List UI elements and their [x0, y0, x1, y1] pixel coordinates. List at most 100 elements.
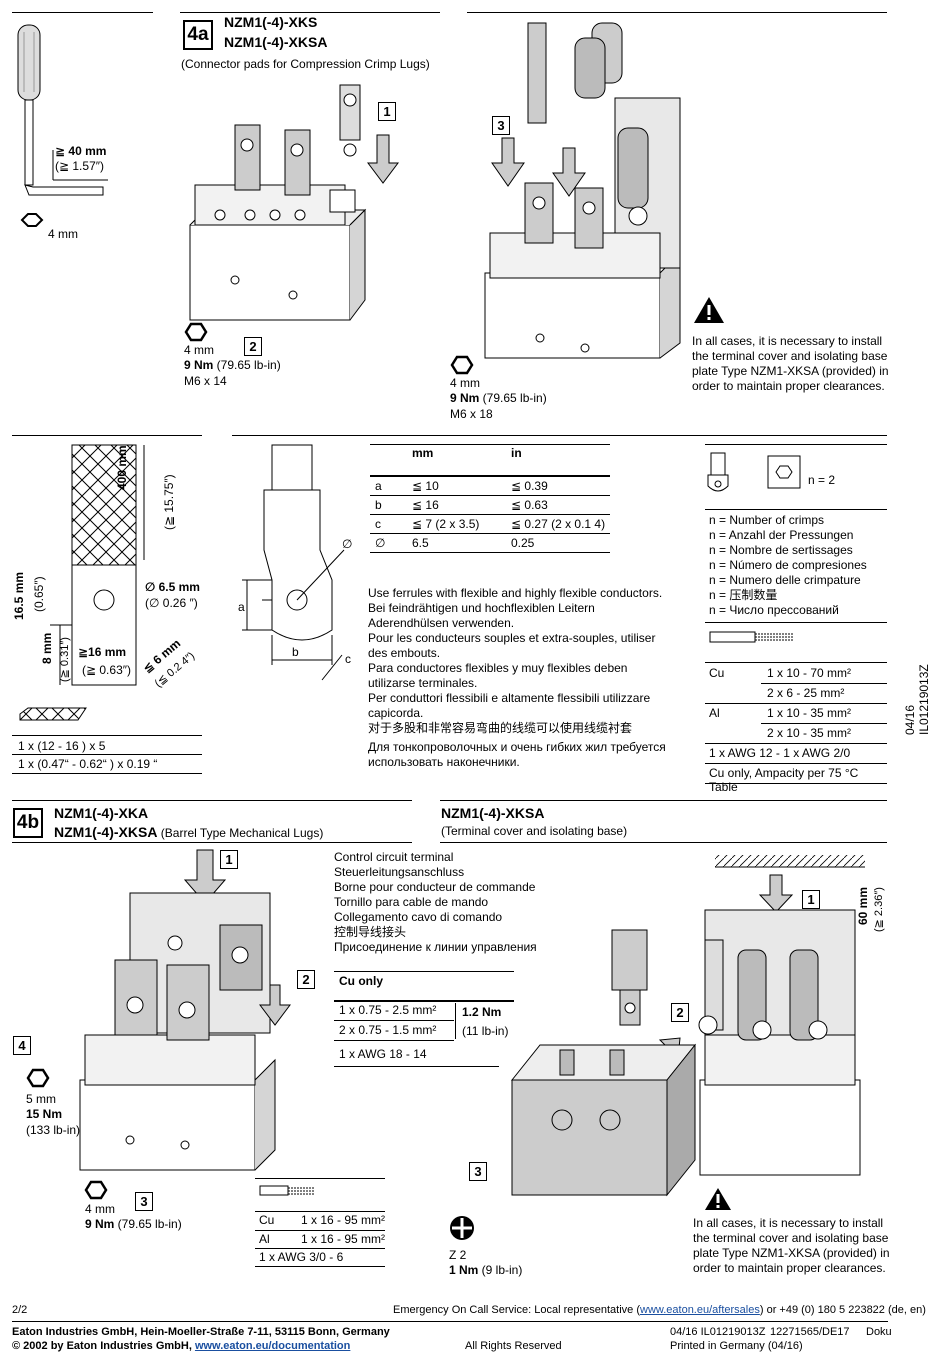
tool-length: ≧ 40 mm [55, 144, 107, 158]
rule [12, 800, 412, 801]
braid-size-mm: 1 x (12 - 16 ) x 5 [18, 739, 106, 753]
dims-row: ∅ 6.5 0.25 [370, 534, 610, 553]
step-1-badge: 1 [378, 102, 396, 121]
crimp-cell: Cu [709, 666, 725, 680]
crimp-table: Cu 1 x 10 - 70 mm² 2 x 6 - 25 mm² Al 1 x… [705, 664, 887, 794]
step-2-badge: 2 [244, 337, 262, 356]
company-address: Eaton Industries GmbH, Hein-Moeller-Stra… [12, 1326, 390, 1338]
screw-size: M6 x 14 [184, 374, 227, 388]
dims-row: b ≦ 16 ≦ 0.63 [370, 496, 610, 515]
rule [255, 1230, 385, 1231]
lug-b-label: b [292, 645, 299, 659]
footer-ref: 12271565/DE17 [770, 1326, 850, 1338]
ferrule-text: Use ferrules with flexible and highly fl… [368, 586, 678, 770]
rule [334, 1040, 454, 1041]
dims-cell: ≦ 7 (2 x 3.5) [412, 517, 480, 531]
dims-row: a ≦ 10 ≦ 0.39 [370, 477, 610, 496]
rights: All Rights Reserved [465, 1340, 562, 1352]
dims-header-in: in [511, 446, 522, 460]
torque-hex: 4 mm [85, 1202, 115, 1216]
dims-cell: ≦ 0.63 [511, 498, 548, 512]
control-line-it: Collegamento cavo di comando [334, 910, 503, 924]
dims-cell: 6.5 [412, 536, 429, 550]
rule [12, 735, 202, 736]
crimp-row: Cu 1 x 10 - 70 mm² [709, 664, 887, 684]
section-4b-title-1: NZM1(-4)-XKA [54, 805, 149, 821]
emergency-service: Emergency On Call Service: Local represe… [393, 1304, 926, 1316]
torque-value: 15 Nm [26, 1107, 63, 1121]
wire-al: Al [259, 1232, 270, 1246]
dims-cell: 0.25 [511, 536, 535, 550]
control-line-fr: Borne pour conducteur de commande [334, 880, 536, 894]
wire-cu: Cu [259, 1213, 275, 1227]
rule [334, 1020, 454, 1021]
crimp-row: 2 x 10 - 35 mm² [705, 724, 887, 744]
dims-cell: a [375, 479, 382, 493]
ferrule-line-en: Use ferrules with flexible and highly fl… [368, 586, 663, 600]
crimp-awg: 1 x AWG 12 - 1 x AWG 2/0 [709, 746, 851, 760]
rule [232, 435, 887, 436]
torque-hex: 4 mm [184, 343, 214, 357]
cable-lug-drawing [242, 444, 345, 681]
control-line-es: Tornillo para cable de mando [334, 895, 489, 909]
control-line-ru: Присоединение к линии управления [334, 940, 537, 954]
wire-awg: 1 x AWG 3/0 - 6 [259, 1250, 344, 1264]
divider [455, 1003, 456, 1039]
crimp-row: 2 x 6 - 25 mm² [705, 684, 887, 704]
crimp-cell: 2 x 10 - 35 mm² [767, 726, 852, 740]
ferrule-line-fr: Pour les conducteurs souples et extra-so… [368, 631, 656, 660]
barrel-lug-illustration [79, 849, 291, 1171]
crimp-line: n = Число прессований [709, 603, 839, 617]
dims-cell: ≦ 0.27 (2 x 0.1 4) [511, 517, 606, 531]
step-2-badge: 2 [297, 970, 315, 989]
dims-row: c ≦ 7 (2 x 3.5) ≦ 0.27 (2 x 0.1 4) [370, 515, 610, 534]
rule [440, 800, 887, 801]
step-4-badge: 4 [13, 1036, 31, 1055]
ctrl-wire-2: 2 x 0.75 - 1.5 mm² [339, 1023, 437, 1037]
ferrule-line-ru: Для тонкопроволочных и очень гибких жил … [368, 740, 666, 769]
section-4b-title-2: NZM1(-4)-XKSA (Barrel Type Mechanical Lu… [54, 824, 324, 840]
ctrl-torque: 1.2 Nm [462, 1005, 502, 1019]
crimp-row: 1 x AWG 12 - 1 x AWG 2/0 [705, 744, 887, 764]
rule [705, 444, 887, 445]
lug-dia-label: ∅ [342, 537, 353, 551]
wire-icon [709, 631, 793, 643]
wire-al-range: 1 x 16 - 95 mm² [301, 1232, 386, 1246]
section-4a-title-2: NZM1(-4)-XKSA [224, 34, 328, 50]
ferrule-line-es: Para conductores flexibles y muy flexibl… [368, 661, 628, 690]
documentation-link[interactable]: www.eaton.eu/documentation [194, 1340, 351, 1352]
wire-icon [259, 1185, 314, 1196]
torque-value: 9 Nm (79.65 lb-in) [184, 358, 281, 372]
crimp-cell: 1 x 10 - 70 mm² [767, 666, 852, 680]
rule [12, 754, 202, 755]
warning-text: In all cases, it is necessary to install… [692, 334, 889, 393]
step-3-badge: 3 [469, 1162, 487, 1181]
control-line-de: Steuerleitungsanschluss [334, 865, 465, 879]
ctrl-wire-1: 1 x 0.75 - 2.5 mm² [339, 1003, 437, 1017]
tool-hex: 4 mm [48, 227, 78, 241]
rule [334, 971, 514, 972]
braid-width: 16.5 mm [12, 571, 26, 620]
torque-value: 9 Nm (79.65 lb-in) [450, 391, 547, 405]
printed-in: Printed in Germany (04/16) [670, 1340, 803, 1352]
ctrl-wire-awg: 1 x AWG 18 - 14 [339, 1047, 427, 1061]
step-2-badge: 2 [671, 1003, 689, 1022]
crimp-row: Al 1 x 10 - 35 mm² [709, 704, 887, 724]
pozidriv-icon [450, 1216, 474, 1240]
lug-c-label: c [345, 652, 351, 666]
rule [705, 622, 887, 623]
crimp-count: n = 2 [808, 473, 836, 487]
torque-value: 9 Nm (79.65 lb-in) [85, 1217, 182, 1231]
crimp-legend: n = Number of crimps n = Anzahl der Pres… [709, 513, 867, 618]
rule [12, 12, 153, 13]
rule [370, 475, 610, 477]
warning-text: In all cases, it is necessary to install… [693, 1216, 890, 1275]
ctrl-torque-in: (11 lb-in) [462, 1024, 509, 1038]
ferrule-line-it: Per conduttori flessibili e altamente fl… [368, 691, 651, 720]
step-1-badge: 1 [802, 890, 820, 909]
aftersales-link[interactable]: www.eaton.eu/aftersales [640, 1304, 760, 1316]
rule [334, 1000, 514, 1002]
rule [180, 12, 440, 13]
braid-width-in: (0.65″) [32, 576, 46, 612]
warning-icon [694, 297, 724, 323]
